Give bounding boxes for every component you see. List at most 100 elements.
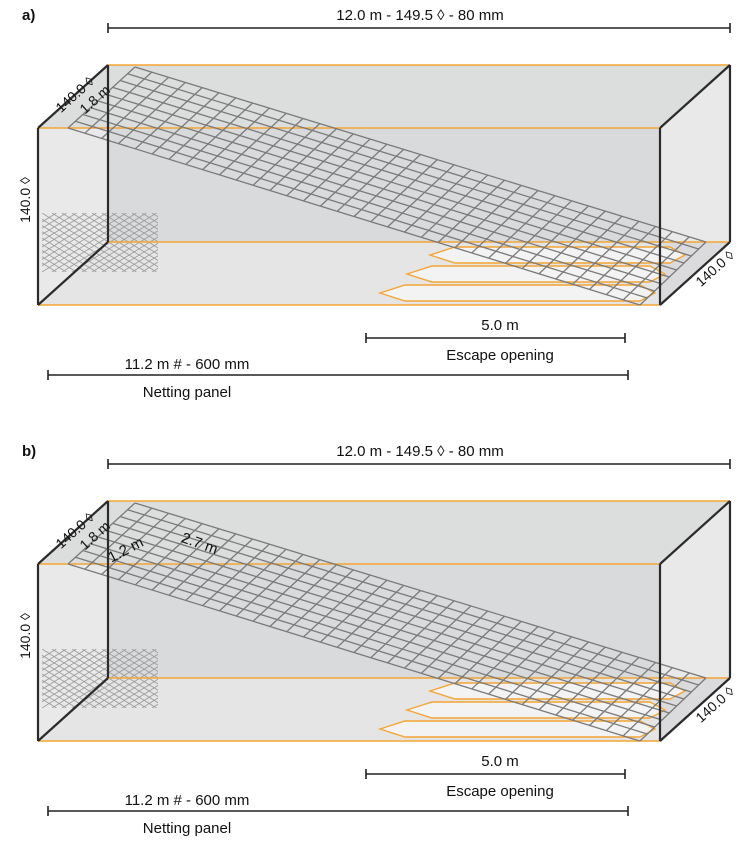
mesh-line [42,649,117,696]
grid-crossbar [269,564,337,627]
mesh-line [42,649,107,690]
grid-longitudinal-bar [127,509,699,686]
grid-crossbar [370,595,438,659]
frame-edge-top-right [659,64,731,129]
mesh-line [141,213,158,224]
grid-longitudinal-bar [105,93,677,271]
grid-longitudinal-bar [112,86,685,264]
mesh-line [121,213,158,236]
mesh-line [42,649,97,684]
mesh-line [121,649,158,672]
mesh-line [42,213,67,229]
grid-crossbar [488,195,556,259]
grid-crossbar [319,143,388,207]
grid-crossbar [521,641,589,706]
escape-hexagon [404,265,667,283]
top-face [38,501,730,564]
grid-crossbar [252,123,321,186]
mesh-line [51,649,147,708]
grid-crossbar [118,81,186,145]
mesh-line [141,649,158,660]
grid-crossbar [589,226,657,290]
grid-longitudinal-bar [134,502,707,679]
grid-crossbar [454,184,522,249]
mesh-line [111,678,158,708]
grid-longitudinal-bar [82,549,655,728]
mesh-line [121,249,158,272]
grid-crossbar [353,590,421,653]
grid-crossbar [370,159,438,223]
escape-caption: Escape opening [446,783,554,800]
grid-crossbar [454,620,522,685]
grid-crossbar [202,543,270,607]
grid-crossbar [605,231,673,296]
grid-crossbar [471,190,539,254]
mesh-line [42,213,107,254]
netting-dimension-label: 11.2 m # - 600 mm [125,792,250,809]
grid-crossbar [134,523,203,586]
mesh-line [42,243,87,272]
grid-crossbar [84,507,153,570]
netting-dimension-label: 11.2 m # - 600 mm [125,356,250,373]
grid-longitudinal-bar [134,66,707,243]
grid-crossbar [504,636,573,700]
frame-edge-top-right [659,500,731,565]
grid-longitudinal-bar [67,563,641,742]
frame-edge-bottom-left [37,241,109,306]
escape-dimension [365,333,626,343]
mesh-line [42,679,87,708]
grid-crossbar [420,174,489,238]
mesh-line [42,686,77,708]
grid-crossbar [303,574,371,638]
grid-crossbar [319,579,388,643]
grid-crossbar [353,154,421,217]
grid-longitudinal-bar [75,556,648,735]
grid-crossbar [605,667,673,732]
grid-crossbar [118,517,186,581]
grid-crossbar [185,538,253,601]
grid-crossbar [218,112,287,176]
netting-caption: Netting panel [143,820,231,837]
top-dimension-label: 12.0 m - 149.5 ◊ - 80 mm [336,443,503,460]
grid-longitudinal-bar [112,522,685,700]
grid-crossbar [286,133,354,197]
grid-crossbar [622,236,690,301]
mesh-line [121,685,158,708]
grid-longitudinal-bar [67,127,641,306]
grid-crossbar [538,210,606,275]
grid-crossbar [218,548,287,612]
mesh-line [42,213,137,272]
grid-crossbar [67,502,136,565]
grid-longitudinal-bar [119,79,692,257]
grid-crossbar [639,241,707,306]
grid-longitudinal-bar [105,529,677,707]
top-dimension-label: 12.0 m - 149.5 ◊ - 80 mm [336,7,503,24]
top-dimension [107,23,731,33]
grid-crossbar [404,605,472,669]
mesh-line [42,649,137,708]
grid-crossbar [303,138,371,202]
grid-crossbar [101,512,170,575]
grid-crossbar [555,651,623,716]
grid-crossbar [488,631,556,695]
frame-edge-top-left [37,500,109,565]
netting-dimension [47,806,629,816]
mesh-line [42,649,77,671]
grid-crossbar [404,169,472,233]
netting-caption: Netting panel [143,384,231,401]
height-label: 140.0 ◊ [17,613,33,659]
mesh-line [131,691,158,708]
grid-crossbar [235,553,304,617]
grid-crossbar [437,615,505,680]
mesh-line [51,213,147,272]
frame-edge-top-left [37,64,109,129]
grid-crossbar [437,179,505,244]
grid-crossbar [185,102,253,165]
grid-longitudinal-bar [75,120,648,299]
mesh-line [42,649,67,665]
grid-crossbar [202,107,270,171]
mesh-line [42,213,97,248]
grid-crossbar [639,677,707,742]
